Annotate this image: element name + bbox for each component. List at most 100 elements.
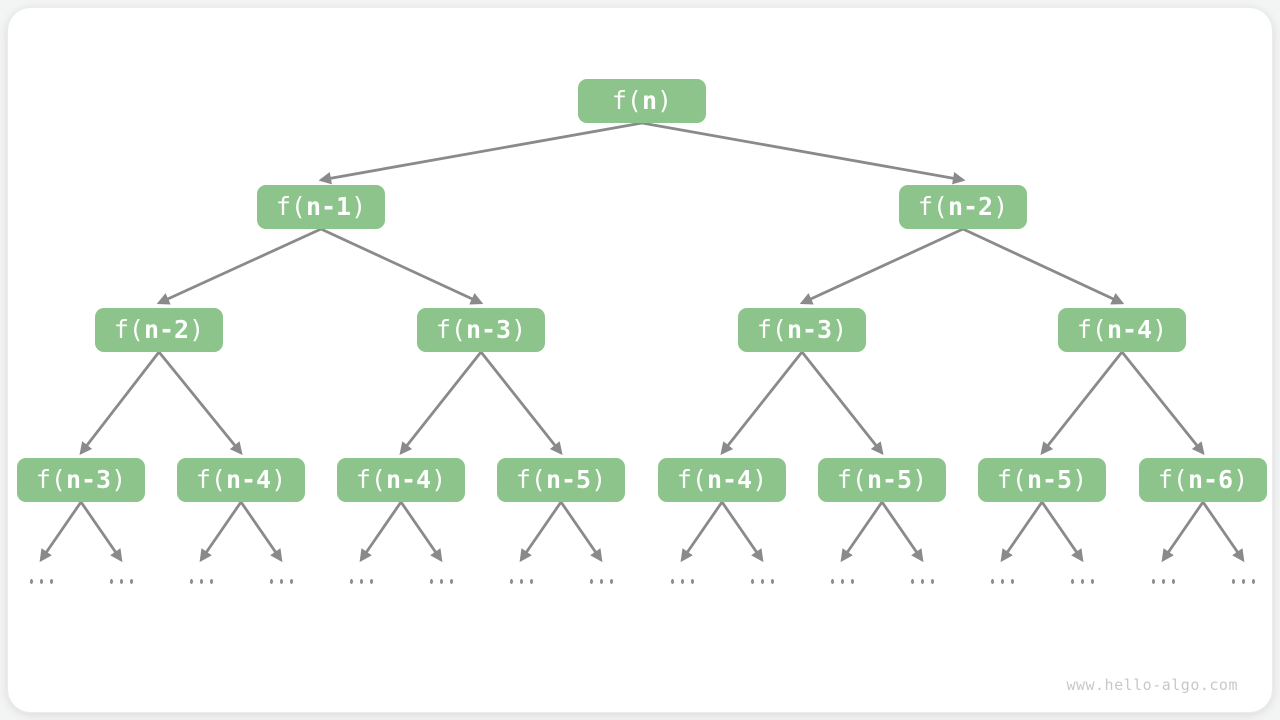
- tree-node-root: f(n): [578, 79, 706, 123]
- ellipsis-dot: [1151, 579, 1155, 584]
- ellipsis-leaf: [827, 579, 857, 584]
- ellipsis-leaf: [1148, 579, 1178, 584]
- node-label-pre: f(: [756, 315, 787, 344]
- ellipsis-dot: [1000, 579, 1004, 584]
- ellipsis-dot: [109, 579, 113, 584]
- node-label-arg: n-2: [947, 192, 994, 221]
- ellipsis-dot: [1241, 579, 1245, 584]
- ellipsis-leaf: [747, 579, 777, 584]
- tree-node-l4c: f(n-4): [337, 458, 465, 502]
- node-label-post: ): [351, 192, 367, 221]
- ellipsis-dot: [680, 579, 684, 584]
- ellipsis-dot: [690, 579, 694, 584]
- node-label-pre: f(: [355, 465, 386, 494]
- ellipsis-leaf: [186, 579, 216, 584]
- node-label-pre: f(: [1076, 315, 1107, 344]
- ellipsis-dot: [509, 579, 513, 584]
- ellipsis-dot: [920, 579, 924, 584]
- node-label-arg: n-5: [866, 465, 913, 494]
- ellipsis-leaf: [426, 579, 456, 584]
- node-label-pre: f(: [35, 465, 66, 494]
- node-label-pre: f(: [275, 192, 306, 221]
- ellipsis-dot: [599, 579, 603, 584]
- ellipsis-dot: [1070, 579, 1074, 584]
- ellipsis-dot: [349, 579, 353, 584]
- ellipsis-dot: [129, 579, 133, 584]
- ellipsis-dot: [670, 579, 674, 584]
- ellipsis-leaf: [346, 579, 376, 584]
- node-label-pre: f(: [1157, 465, 1188, 494]
- ellipsis-dot: [840, 579, 844, 584]
- node-label-arg: n-5: [545, 465, 592, 494]
- node-label-post: ): [591, 465, 607, 494]
- tree-node-l3c: f(n-3): [738, 308, 866, 352]
- node-label-arg: n-4: [1106, 315, 1153, 344]
- node-label-pre: f(: [836, 465, 867, 494]
- tree-node-l4a: f(n-3): [17, 458, 145, 502]
- ellipsis-leaf: [1067, 579, 1097, 584]
- ellipsis-dot: [760, 579, 764, 584]
- ellipsis-dot: [1090, 579, 1094, 584]
- ellipsis-leaf: [106, 579, 136, 584]
- node-label-arg: n-4: [225, 465, 272, 494]
- node-label-post: ): [657, 86, 673, 115]
- tree-node-l4g: f(n-5): [978, 458, 1106, 502]
- node-label-post: ): [511, 315, 527, 344]
- tree-node-l4b: f(n-4): [177, 458, 305, 502]
- node-label-post: ): [271, 465, 287, 494]
- ellipsis-leaf: [266, 579, 296, 584]
- ellipsis-dot: [589, 579, 593, 584]
- ellipsis-dot: [359, 579, 363, 584]
- tree-node-l4e: f(n-4): [658, 458, 786, 502]
- node-label-arg: n-3: [65, 465, 112, 494]
- node-label-arg: n: [641, 86, 658, 115]
- ellipsis-dot: [529, 579, 533, 584]
- ellipsis-leaf: [26, 579, 56, 584]
- ellipsis-dot: [439, 579, 443, 584]
- ellipsis-dot: [39, 579, 43, 584]
- node-label-post: ): [993, 192, 1009, 221]
- node-label-post: ): [189, 315, 205, 344]
- ellipsis-dot: [930, 579, 934, 584]
- ellipsis-dot: [29, 579, 33, 584]
- ellipsis-dot: [189, 579, 193, 584]
- tree-node-l3b: f(n-3): [417, 308, 545, 352]
- node-label-arg: n-3: [465, 315, 512, 344]
- ellipsis-leaf: [1228, 579, 1258, 584]
- tree-node-l3d: f(n-4): [1058, 308, 1186, 352]
- node-label-arg: n-4: [385, 465, 432, 494]
- ellipsis-dot: [279, 579, 283, 584]
- ellipsis-dot: [1080, 579, 1084, 584]
- watermark: www.hello-algo.com: [1066, 676, 1238, 694]
- ellipsis-dot: [990, 579, 994, 584]
- node-label-arg: n-5: [1026, 465, 1073, 494]
- tree-node-l4h: f(n-6): [1139, 458, 1267, 502]
- ellipsis-dot: [449, 579, 453, 584]
- tree-node-l2a: f(n-1): [257, 185, 385, 229]
- ellipsis-leaf: [586, 579, 616, 584]
- node-label-arg: n-2: [143, 315, 190, 344]
- node-label-arg: n-1: [305, 192, 352, 221]
- node-label-pre: f(: [435, 315, 466, 344]
- ellipsis-dot: [209, 579, 213, 584]
- ellipsis-dot: [519, 579, 523, 584]
- ellipsis-leaf: [667, 579, 697, 584]
- tree-node-l3a: f(n-2): [95, 308, 223, 352]
- node-label-post: ): [1152, 315, 1168, 344]
- ellipsis-dot: [199, 579, 203, 584]
- tree-node-l4f: f(n-5): [818, 458, 946, 502]
- ellipsis-dot: [429, 579, 433, 584]
- ellipsis-dot: [289, 579, 293, 584]
- node-label-pre: f(: [515, 465, 546, 494]
- ellipsis-dot: [830, 579, 834, 584]
- ellipsis-dot: [770, 579, 774, 584]
- tree-node-l2b: f(n-2): [899, 185, 1027, 229]
- ellipsis-leaf: [907, 579, 937, 584]
- node-label-pre: f(: [676, 465, 707, 494]
- ellipsis-dot: [269, 579, 273, 584]
- node-label-arg: n-3: [786, 315, 833, 344]
- node-label-pre: f(: [996, 465, 1027, 494]
- ellipsis-dot: [750, 579, 754, 584]
- ellipsis-dot: [1010, 579, 1014, 584]
